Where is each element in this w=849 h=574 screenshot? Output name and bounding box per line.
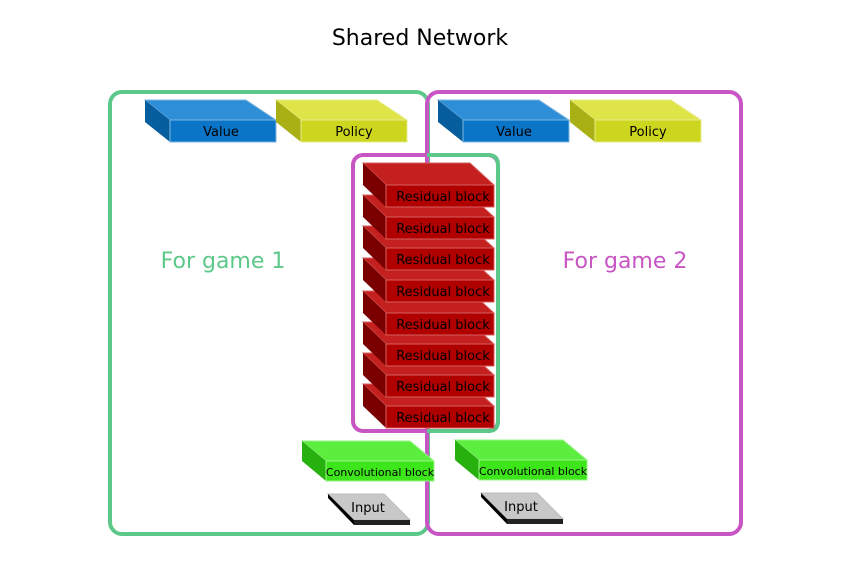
label-game1: For game 1	[161, 249, 286, 274]
residual-block-label: Residual block	[396, 222, 490, 237]
conv-block-game2: Convolutional block	[453, 439, 589, 481]
input-label-game1: Input	[351, 501, 385, 516]
conv-label-game1: Convolutional block	[326, 466, 435, 479]
residual-block-label: Residual block	[396, 380, 490, 395]
input-plane-game1: Input	[326, 493, 412, 525]
policy-label-game1: Policy	[335, 125, 373, 140]
shared-frame-game1	[427, 153, 500, 433]
conv-block-game1: Convolutional block	[300, 440, 436, 482]
residual-block-label: Residual block	[396, 349, 490, 364]
residual-block-label: Residual block	[396, 285, 490, 300]
input-label-game2: Input	[504, 500, 538, 515]
policy-head-game1: Policy	[274, 99, 409, 143]
policy-head-game2: Policy	[568, 99, 703, 143]
residual-block-1: Residual block	[361, 162, 496, 208]
residual-block-label: Residual block	[396, 411, 490, 426]
conv-label-game2: Convolutional block	[479, 465, 588, 478]
value-label-game1: Value	[203, 125, 239, 140]
policy-label-game2: Policy	[629, 125, 667, 140]
diagram-title: Shared Network	[332, 26, 509, 51]
residual-block-label: Residual block	[396, 253, 490, 268]
value-head-game1: Value	[143, 99, 278, 143]
residual-block-label: Residual block	[396, 318, 490, 333]
input-plane-game2: Input	[479, 492, 565, 524]
label-game2: For game 2	[563, 249, 688, 274]
residual-block-label: Residual block	[396, 190, 490, 205]
value-head-game2: Value	[436, 99, 571, 143]
value-label-game2: Value	[496, 125, 532, 140]
